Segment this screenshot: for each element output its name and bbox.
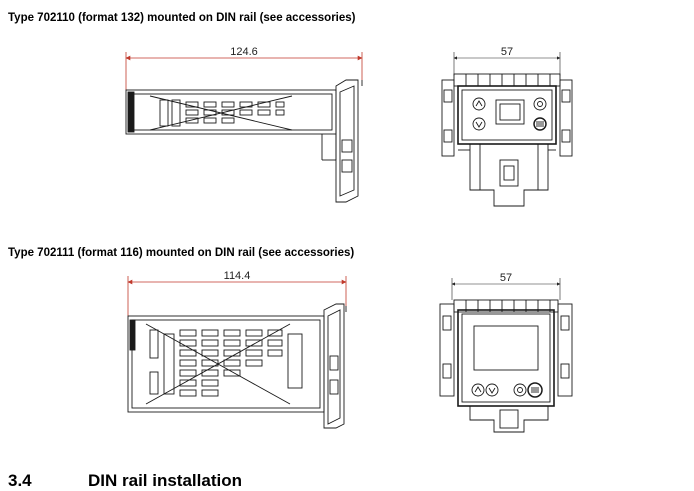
- dimension-label-side-132: 124.6: [230, 46, 258, 58]
- side-view-702111: [127, 276, 347, 429]
- heading-type-702110: Type 702110 (format 132) mounted on DIN …: [8, 12, 356, 24]
- dimension-label-side-116: 114.4: [224, 270, 251, 282]
- section-number: 3.4: [8, 471, 32, 490]
- side-view-702110: [125, 52, 363, 203]
- section-title: DIN rail installation: [88, 471, 242, 490]
- dimension-label-front-116: 57: [500, 272, 512, 284]
- dimension-line-front-132: [453, 52, 561, 76]
- dimension-line-side-132: [125, 52, 363, 90]
- front-view-702111: [439, 278, 573, 433]
- heading-type-702111: Type 702111 (format 116) mounted on DIN …: [8, 247, 355, 259]
- dimension-label-front-132: 57: [501, 46, 513, 58]
- dimension-line-side-116: [127, 276, 347, 316]
- dimension-line-front-116: [451, 278, 561, 300]
- front-view-702110: [441, 52, 573, 207]
